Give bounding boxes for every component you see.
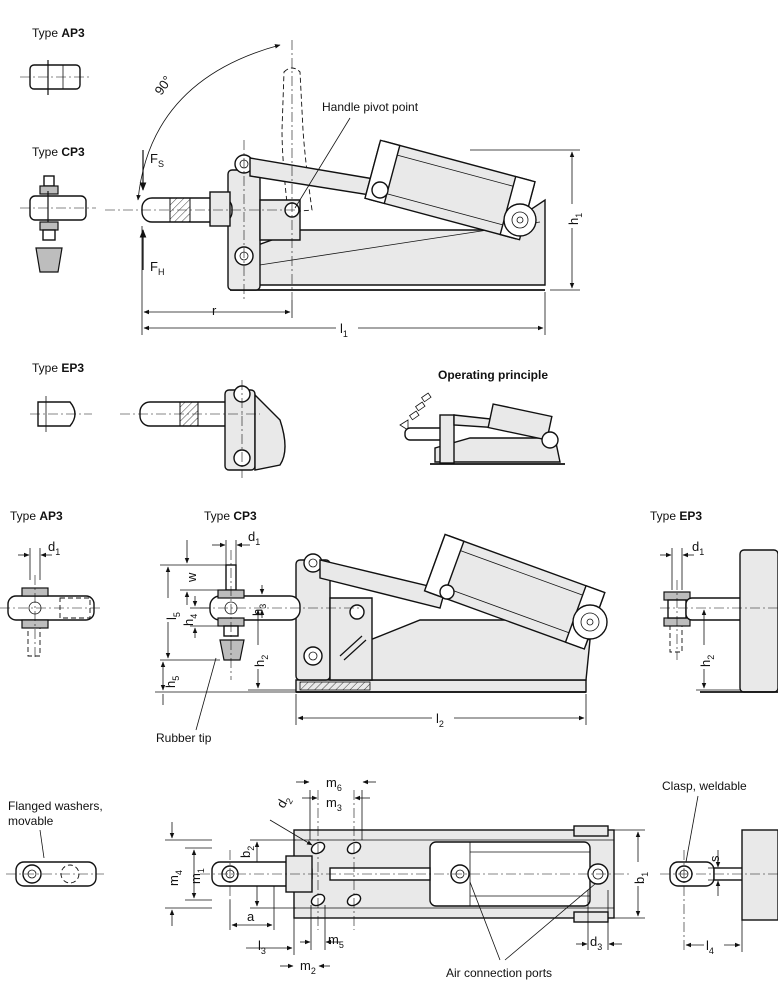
dimension-d3: d3 [590, 934, 602, 952]
handle-pivot-point-label: Handle pivot point [322, 100, 419, 114]
dimension-m1: m1 [188, 868, 206, 884]
dimension-l4: l4 [706, 938, 714, 956]
dimension-l3: l3 [258, 938, 266, 956]
dimension-h1-label: h1 [566, 213, 584, 225]
type-cp3-top-view: Type CP3 [20, 145, 96, 273]
dimension-d1-cp3: d1 [248, 529, 260, 547]
type-ap3-mid-label: Type AP3 [10, 509, 63, 523]
type-ep3-side-view: Type EP3 d1 h2 [650, 509, 778, 693]
dimension-h4: h4 [181, 614, 199, 626]
air-connection-ports-label: Air connection ports [446, 966, 552, 980]
main-plan-view: m6 m3 d2 b2 m4 m1 a l3 [165, 775, 650, 980]
main-clamp-view: 90° [105, 40, 584, 339]
dimension-r-label: r [212, 303, 217, 318]
dimension-h2-ep3: h2 [698, 655, 716, 667]
angle-label: 90° [151, 73, 175, 98]
dimension-m6: m6 [326, 775, 342, 793]
type-ep3-mid-label: Type EP3 [650, 509, 702, 523]
type-ep3-top-view: Type EP3 [30, 361, 92, 432]
type-cp3-mid-label: Type CP3 [204, 509, 257, 523]
type-cp3-top-label: Type CP3 [32, 145, 85, 159]
dimension-l5: l5 [164, 612, 182, 620]
operating-principle-title: Operating principle [438, 368, 548, 382]
type-ap3-top-view: Type AP3 [20, 26, 92, 95]
flanged-washers-label-2: movable [8, 814, 54, 828]
dimension-h5: h5 [163, 676, 181, 688]
dimension-l1-label: l1 [340, 321, 348, 339]
rubber-tip-label: Rubber tip [156, 731, 212, 745]
dimension-b2: b2 [238, 846, 256, 858]
dimension-m4: m4 [166, 870, 184, 886]
force-fh-label: FH [150, 259, 164, 277]
clasp-weldable-view: Clasp, weldable s l4 [660, 779, 778, 956]
dimension-s: s [707, 855, 722, 862]
type-cp3-side-view: Type CP3 [155, 509, 608, 745]
dimension-l2: l2 [436, 711, 444, 729]
dimension-a: a [247, 909, 255, 924]
dimension-d1-ap3: d1 [48, 539, 60, 557]
dimension-h2: h2 [252, 655, 270, 667]
type-ep3-top-label: Type EP3 [32, 361, 84, 375]
dimension-m2: m2 [300, 958, 316, 976]
dimension-b1: b1 [632, 872, 650, 884]
force-fs-label: FS [150, 151, 164, 169]
dimension-w: w [184, 572, 199, 583]
type-ap3-side-view: Type AP3 d1 [0, 509, 100, 660]
flanged-washers-label-1: Flanged washers, [8, 799, 103, 813]
ep3-partial-view [120, 380, 286, 478]
dimension-m3: m3 [326, 795, 342, 813]
operating-principle-view: Operating principle [399, 368, 565, 465]
type-ap3-top-label: Type AP3 [32, 26, 85, 40]
clasp-weldable-label: Clasp, weldable [662, 779, 747, 793]
flanged-washers-view: Flanged washers, movable [6, 799, 104, 887]
dimension-m5: m5 [328, 932, 344, 950]
dimension-d1-ep3: d1 [692, 539, 704, 557]
dimension-d2: d2 [273, 792, 295, 812]
